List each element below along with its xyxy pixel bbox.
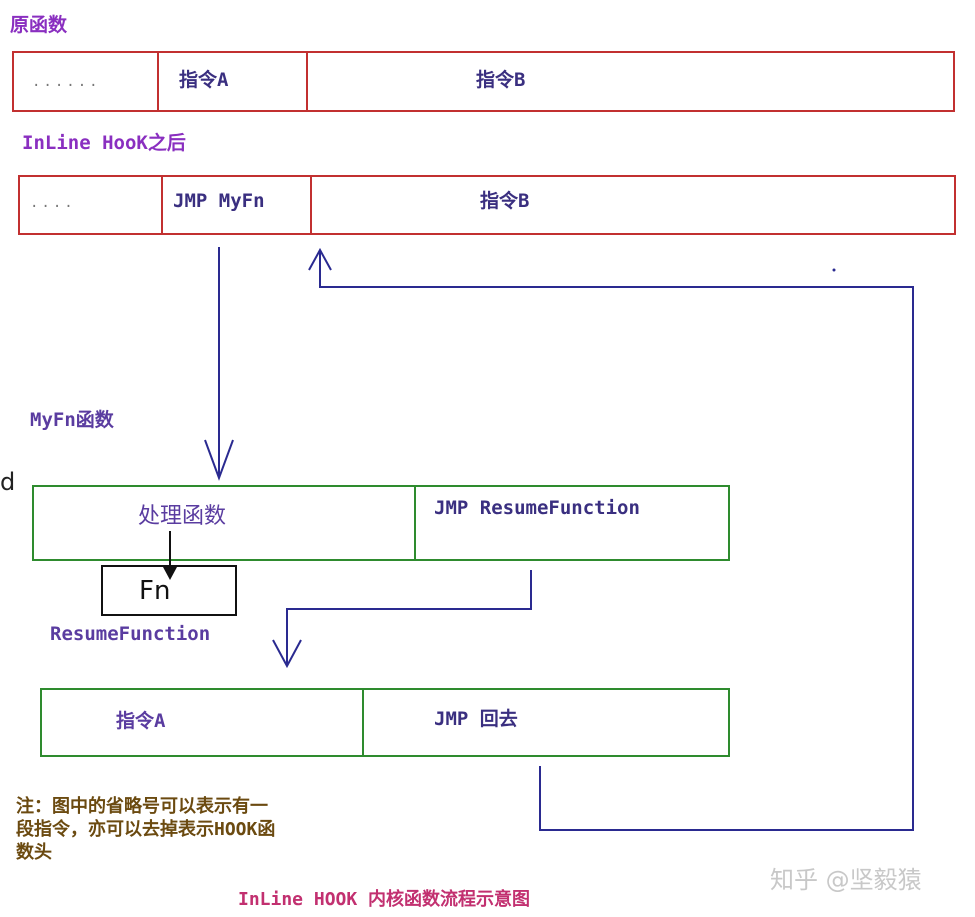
- row2-cell-instr-b: 指令B: [310, 177, 954, 233]
- row4-jmp-back-text: JMP 回去: [434, 708, 518, 730]
- fn-box-text: Fn: [139, 576, 171, 606]
- arrow-jmp-back-to-instr-b: [308, 247, 914, 831]
- arrow-jmp-to-myfn: [204, 247, 234, 481]
- row3-handler-text: 处理函数: [138, 504, 227, 529]
- myfn-function-label: MyFn函数: [30, 409, 114, 431]
- row1-cell-instr-a: 指令A: [157, 53, 307, 110]
- original-function-label: 原函数: [10, 14, 68, 36]
- row2-cell-jmp-myfn: JMP MyFn: [161, 177, 311, 233]
- row3-cell-handler: 处理函数: [34, 487, 414, 559]
- row1-instr-a-text: 指令A: [179, 69, 229, 91]
- row3-jmp-resume-text: JMP ResumeFunction: [434, 497, 640, 519]
- note-line-1: 注：图中的省略号可以表示有一: [16, 796, 268, 817]
- row1-ellipsis-text: ......: [32, 74, 101, 90]
- edge-letter: d: [0, 468, 16, 496]
- row4-cell-instr-a: 指令A: [42, 690, 362, 755]
- row1-cell-instr-b: 指令B: [306, 53, 953, 110]
- row3-cell-jmp-resume: JMP ResumeFunction: [414, 487, 728, 559]
- row2-instr-b-text: 指令B: [480, 190, 530, 212]
- myfn-function-box: 处理函数 JMP ResumeFunction: [32, 485, 730, 561]
- row2-cell-ellipsis: ....: [20, 177, 161, 233]
- row4-cell-jmp-back: JMP 回去: [362, 690, 728, 755]
- footer-title: InLine HOOK 内核函数流程示意图: [238, 889, 531, 910]
- arrow-jmp-to-resume: [272, 570, 532, 669]
- resume-function-box: 指令A JMP 回去: [40, 688, 730, 757]
- arrow-handler-to-fn-head: [163, 567, 177, 580]
- row1-instr-b-text: 指令B: [476, 69, 526, 91]
- row4-instr-a-text: 指令A: [116, 710, 166, 732]
- note-line-2: 段指令，亦可以去掉表示HOOK函: [16, 819, 276, 840]
- stray-dot: [832, 268, 836, 272]
- original-function-box: ...... 指令A 指令B: [12, 51, 955, 112]
- resume-function-label: ResumeFunction: [50, 623, 211, 645]
- row2-ellipsis-text: ....: [30, 195, 76, 211]
- row1-cell-ellipsis: ......: [14, 53, 157, 110]
- hooked-function-box: .... JMP MyFn 指令B: [18, 175, 956, 235]
- watermark: 知乎 @坚毅猿: [770, 866, 922, 894]
- row2-jmp-myfn-text: JMP MyFn: [173, 190, 265, 212]
- after-hook-label: InLine HooK之后: [22, 132, 186, 154]
- note-line-3: 数头: [16, 842, 52, 863]
